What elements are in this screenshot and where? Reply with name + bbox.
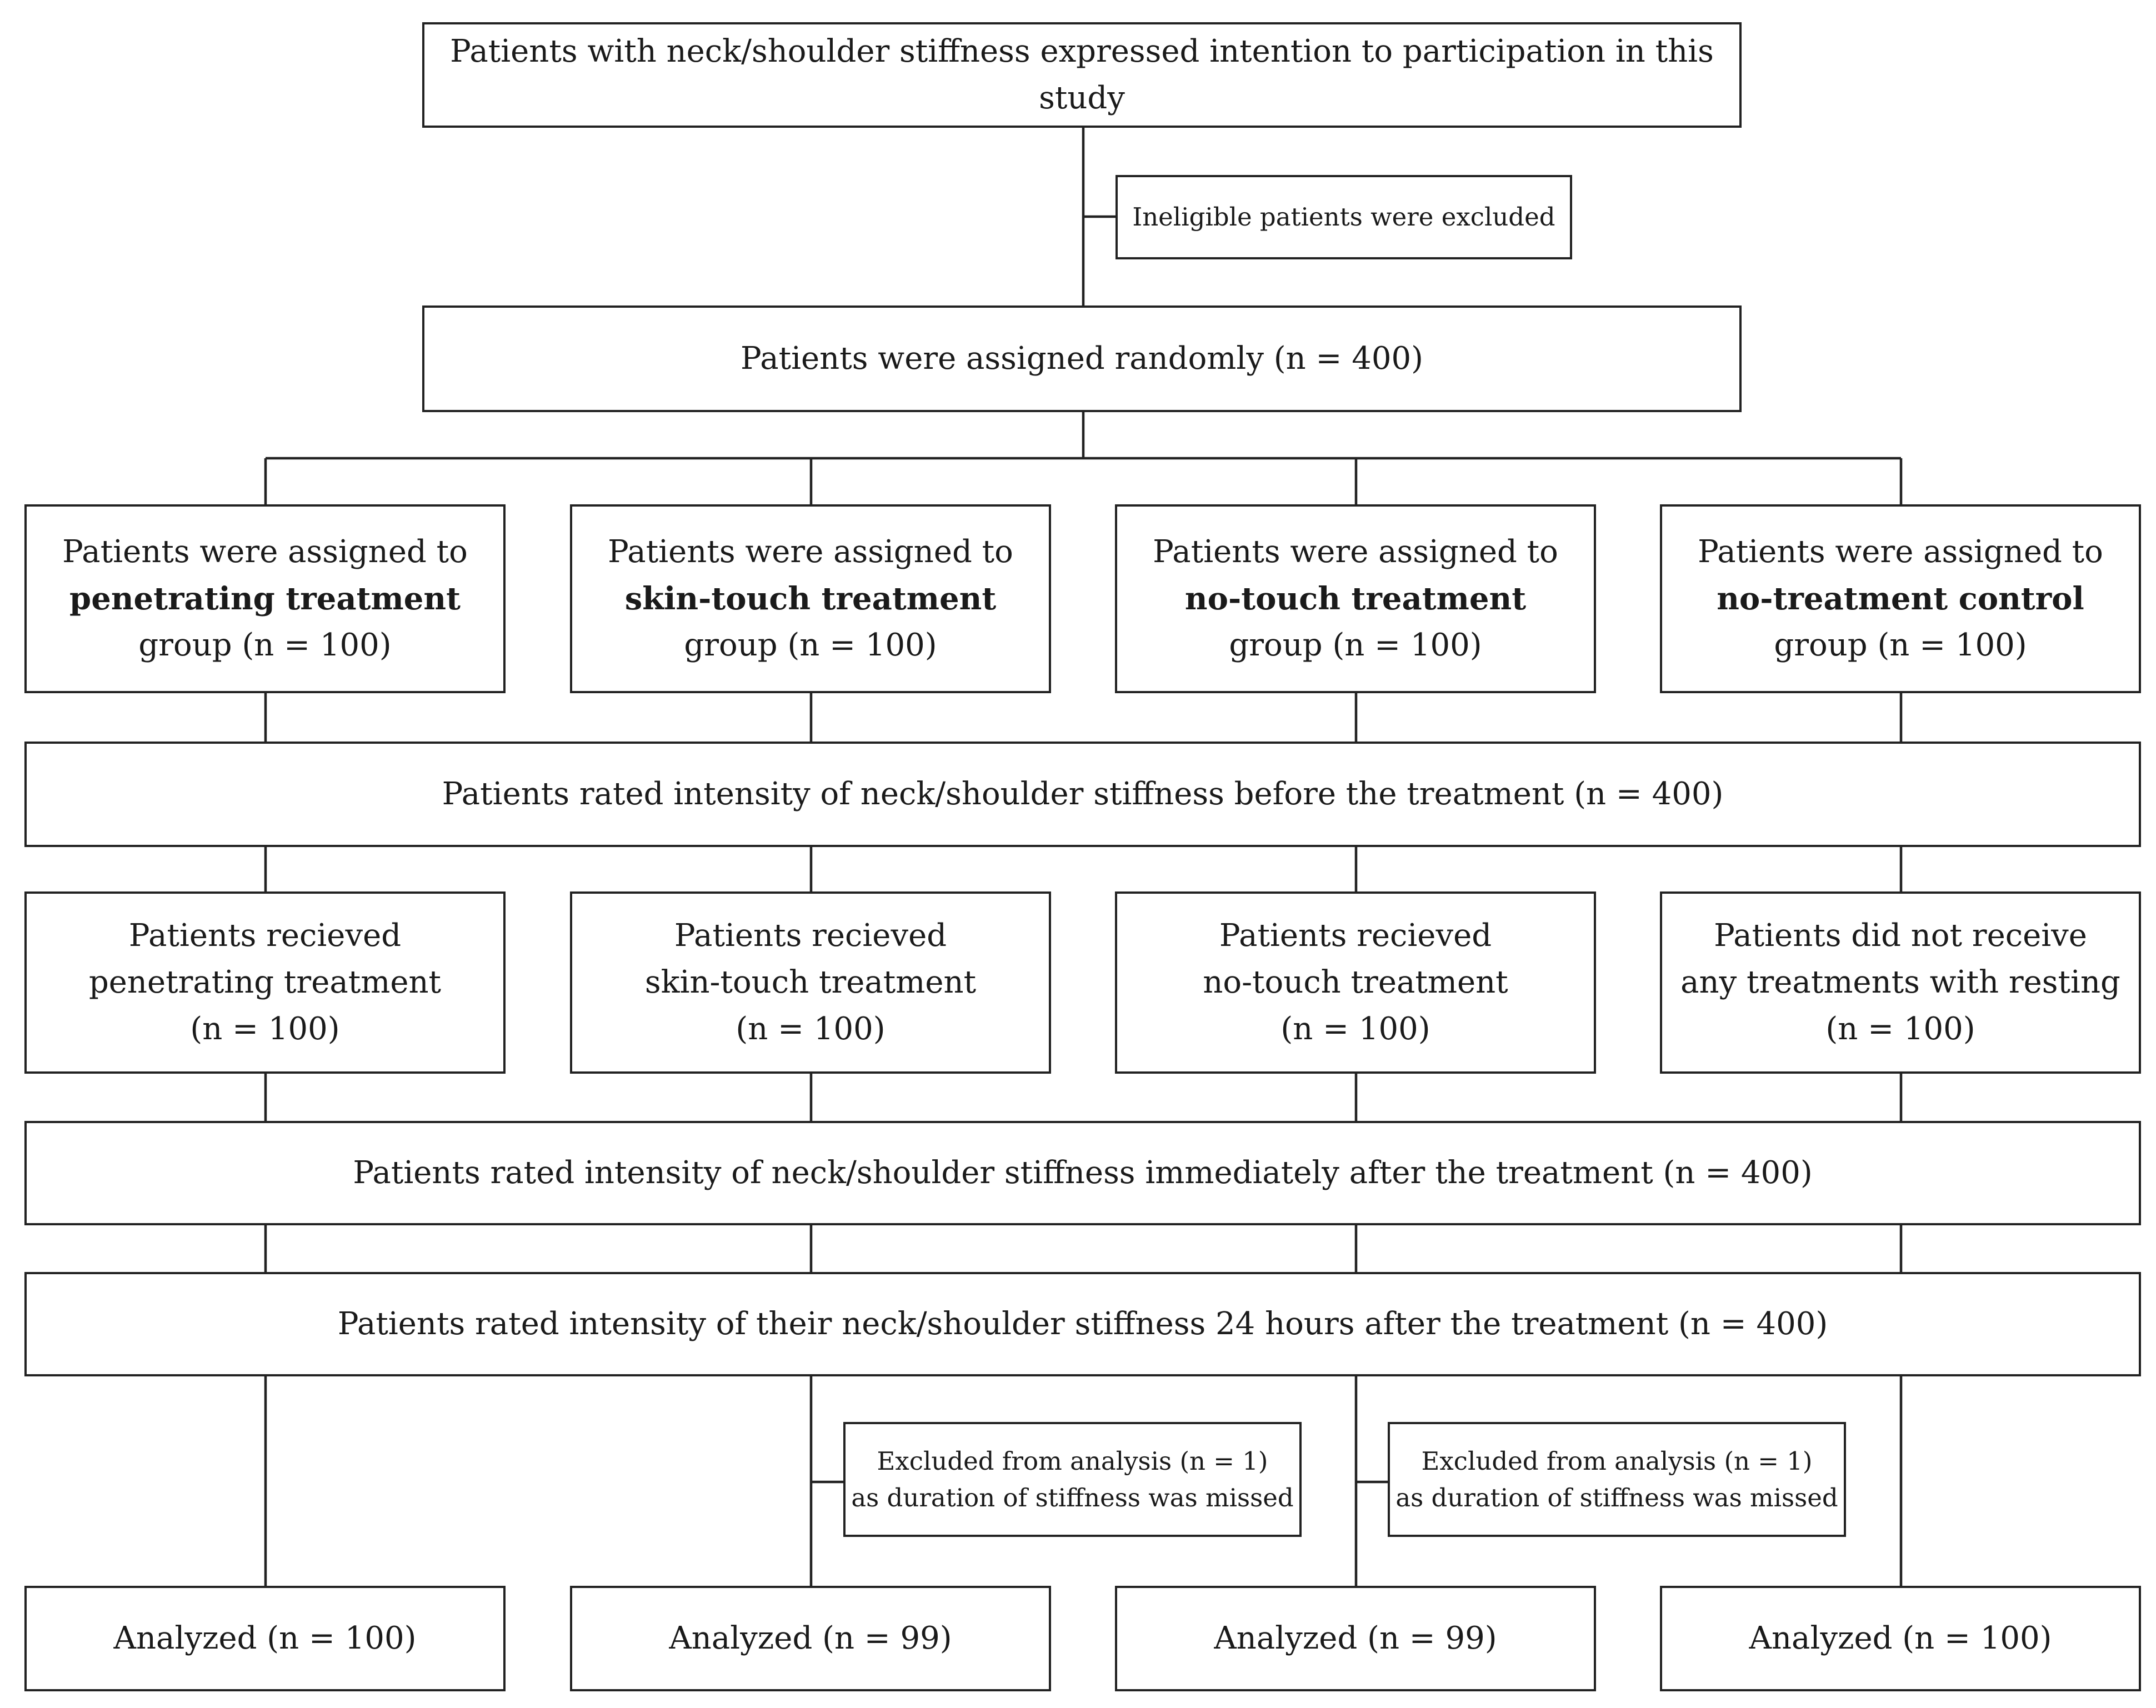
received-line2: skin-touch treatment — [644, 964, 977, 1000]
analyzed-box-skin-touch: Analyzed (n = 99) — [570, 1586, 1051, 1691]
group-name: penetrating treatment — [69, 580, 461, 617]
group-line3: group (n = 100) — [138, 627, 392, 663]
group-box-skin-touch: Patients were assigned to skin-touch tre… — [570, 504, 1051, 693]
group-line1: Patients were assigned to — [62, 534, 468, 570]
randomized-text: Patients were assigned randomly (n = 400… — [741, 340, 1423, 377]
analyzed-text: Analyzed (n = 99) — [1214, 1620, 1497, 1656]
analyzed-text: Analyzed (n = 100) — [1749, 1620, 2052, 1656]
received-box-control: Patients did not receive any treatments … — [1660, 891, 2141, 1074]
rated-before-box: Patients rated intensity of neck/shoulde… — [24, 742, 2141, 847]
group-line3: group (n = 100) — [684, 627, 937, 663]
received-box-penetrating: Patients recieved penetrating treatment … — [24, 891, 506, 1074]
ineligible-text: Ineligible patients were excluded — [1132, 202, 1555, 232]
received-line1: Patients recieved — [1219, 918, 1492, 954]
intention-text: Patients with neck/shoulder stiffness ex… — [450, 33, 1714, 116]
received-line2: any treatments with resting — [1680, 964, 2120, 1000]
received-line1: Patients did not receive — [1714, 918, 2087, 954]
received-line1: Patients recieved — [128, 918, 402, 954]
group-name: skin-touch treatment — [624, 580, 997, 617]
analyzed-box-no-touch: Analyzed (n = 99) — [1115, 1586, 1596, 1691]
rated-24h-box: Patients rated intensity of their neck/s… — [24, 1272, 2141, 1376]
rated-before-text: Patients rated intensity of neck/shoulde… — [442, 776, 1724, 812]
group-line1: Patients were assigned to — [1153, 534, 1558, 570]
excluded-line1: Excluded from analysis (n = 1) — [877, 1446, 1268, 1476]
group-line1: Patients were assigned to — [1698, 534, 2103, 570]
received-line2: penetrating treatment — [88, 964, 442, 1000]
received-line1: Patients recieved — [674, 918, 947, 954]
received-line2: no-touch treatment — [1203, 964, 1508, 1000]
analyzed-box-penetrating: Analyzed (n = 100) — [24, 1586, 506, 1691]
received-box-no-touch: Patients recieved no-touch treatment (n … — [1115, 891, 1596, 1074]
received-line3: (n = 100) — [1280, 1011, 1430, 1047]
intention-box: Patients with neck/shoulder stiffness ex… — [422, 22, 1742, 128]
received-line3: (n = 100) — [1825, 1011, 1975, 1047]
group-box-penetrating: Patients were assigned to penetrating tr… — [24, 504, 506, 693]
analyzed-box-control: Analyzed (n = 100) — [1660, 1586, 2141, 1691]
group-line3: group (n = 100) — [1774, 627, 2027, 663]
ineligible-box: Ineligible patients were excluded — [1115, 175, 1572, 259]
group-box-control: Patients were assigned to no-treatment c… — [1660, 504, 2141, 693]
received-line3: (n = 100) — [190, 1011, 340, 1047]
rated-after-box: Patients rated intensity of neck/shoulde… — [24, 1121, 2141, 1225]
excluded-line1: Excluded from analysis (n = 1) — [1421, 1446, 1813, 1476]
analyzed-text: Analyzed (n = 100) — [113, 1620, 417, 1656]
group-line3: group (n = 100) — [1229, 627, 1482, 663]
analyzed-text: Analyzed (n = 99) — [669, 1620, 952, 1656]
rated-24h-text: Patients rated intensity of their neck/s… — [337, 1306, 1828, 1342]
excluded-box-no-touch: Excluded from analysis (n = 1) as durati… — [1388, 1422, 1846, 1537]
excluded-box-skin-touch: Excluded from analysis (n = 1) as durati… — [843, 1422, 1302, 1537]
group-name: no-touch treatment — [1184, 580, 1527, 617]
excluded-line2: as duration of stiffness was missed — [1395, 1482, 1838, 1512]
received-line3: (n = 100) — [736, 1011, 886, 1047]
randomized-box: Patients were assigned randomly (n = 400… — [422, 305, 1742, 412]
group-box-no-touch: Patients were assigned to no-touch treat… — [1115, 504, 1596, 693]
rated-after-text: Patients rated intensity of neck/shoulde… — [353, 1155, 1813, 1191]
excluded-line2: as duration of stiffness was missed — [851, 1482, 1294, 1512]
group-line1: Patients were assigned to — [608, 534, 1013, 570]
received-box-skin-touch: Patients recieved skin-touch treatment (… — [570, 891, 1051, 1074]
group-name: no-treatment control — [1717, 580, 2084, 617]
